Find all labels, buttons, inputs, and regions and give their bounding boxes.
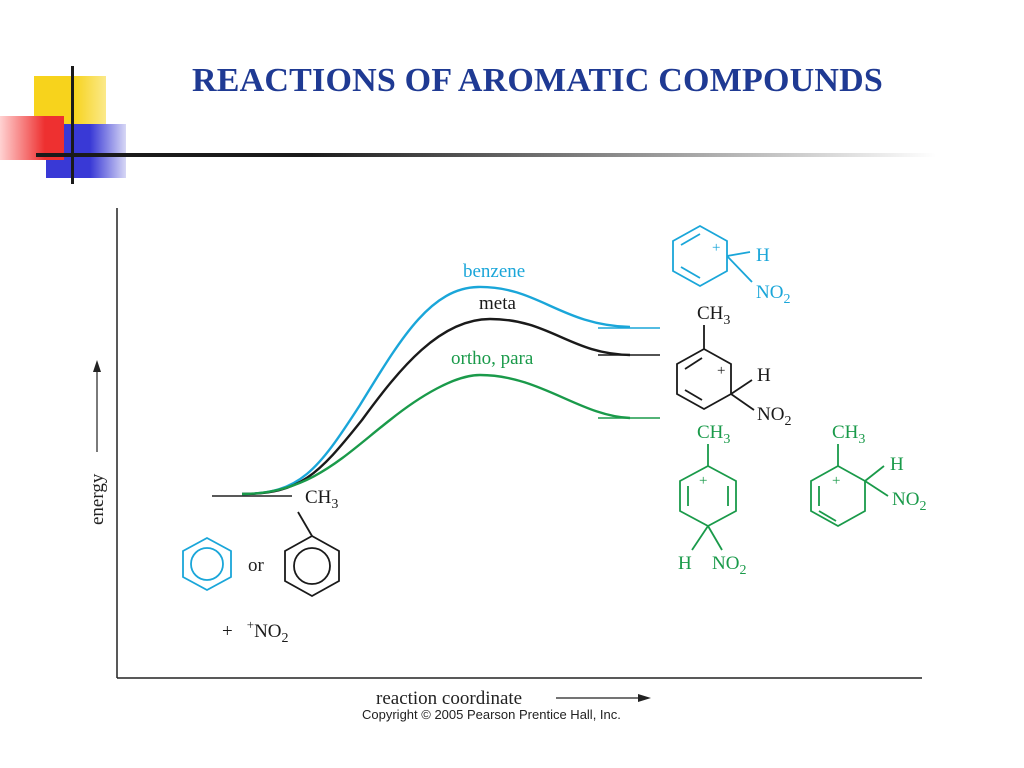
- para-intermediate-no2: NO2: [712, 553, 746, 578]
- ortho-intermediate-h: H: [890, 454, 904, 475]
- benzene-intermediate-structure: [672, 224, 753, 288]
- ortho-para-curve: [241, 373, 631, 496]
- meta-curve: [241, 317, 631, 496]
- slide-title: REACTIONS OF AROMATIC COMPOUNDS: [192, 62, 883, 99]
- benzene-curve-label: benzene: [463, 261, 525, 282]
- toluene-methyl-label: CH3: [305, 487, 338, 512]
- or-label: or: [248, 555, 265, 576]
- para-intermediate-h: H: [678, 553, 692, 574]
- benzene-curve: [241, 285, 631, 496]
- benzene-reactant-structure: [182, 536, 232, 592]
- x-axis-label: reaction coordinate: [376, 688, 522, 709]
- y-axis-label: energy: [87, 473, 108, 525]
- para-intermediate-methyl: CH3: [697, 422, 730, 447]
- meta-intermediate-methyl: CH3: [697, 303, 730, 328]
- para-intermediate-charge: +: [699, 473, 707, 489]
- ortho-intermediate-no2: NO2: [892, 489, 926, 514]
- meta-intermediate-h: H: [757, 365, 771, 386]
- meta-intermediate-charge: +: [717, 363, 725, 379]
- toluene-reactant-structure: [284, 511, 340, 598]
- benzene-intermediate-no2: NO2: [756, 282, 790, 307]
- y-axis-arrowhead: [93, 360, 101, 372]
- para-intermediate-structure: [679, 444, 737, 551]
- meta-intermediate-structure: [676, 325, 755, 411]
- deco-red-bar: [0, 116, 64, 160]
- deco-vertical-line: [71, 66, 74, 184]
- ortho-intermediate-structure: [810, 444, 889, 528]
- benzene-intermediate-h: H: [756, 245, 770, 266]
- meta-curve-label: meta: [479, 293, 516, 314]
- ortho-para-curve-label: ortho, para: [451, 348, 534, 369]
- x-axis-arrowhead: [638, 694, 651, 702]
- copyright-notice: Copyright © 2005 Pearson Prentice Hall, …: [362, 707, 621, 722]
- deco-horizontal-line: [36, 153, 936, 157]
- ortho-intermediate-methyl: CH3: [832, 422, 865, 447]
- meta-intermediate-no2: NO2: [757, 404, 791, 429]
- nitronium-label: ++NO2: [222, 617, 289, 646]
- benzene-intermediate-charge: +: [712, 240, 720, 256]
- ortho-intermediate-charge: +: [832, 473, 840, 489]
